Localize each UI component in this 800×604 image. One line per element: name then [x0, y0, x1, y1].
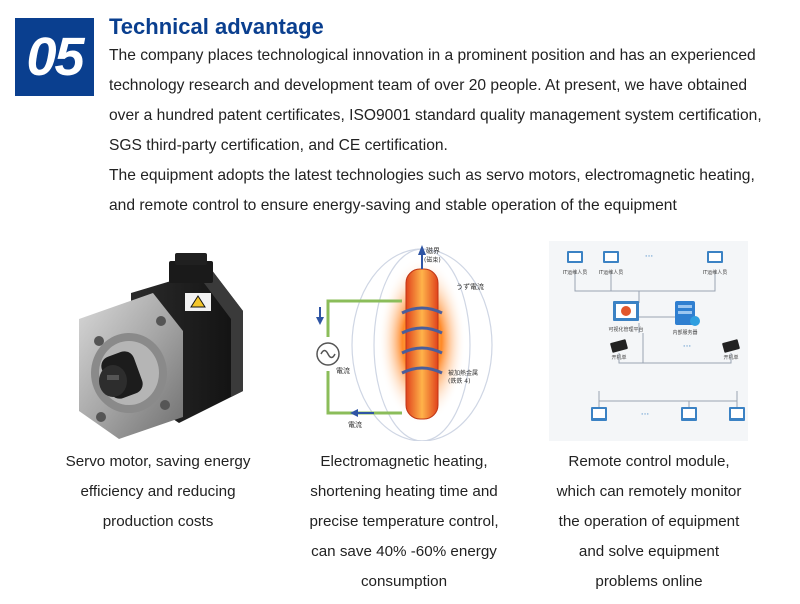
label-current-bottom: 電流	[348, 420, 362, 429]
ellipsis-top: ···	[645, 252, 654, 262]
caption-remote-control: Remote control module, which can remotel…	[530, 447, 768, 597]
paragraph-line: technology research and development team…	[109, 77, 748, 94]
induction-heating-diagram-icon: 磁界 (磁束) うず電流 電流 電流 被加熱金属 (鉄鉄 4)	[306, 241, 502, 441]
caption-line: shortening heating time and	[310, 483, 498, 500]
caption-line: problems online	[595, 573, 703, 590]
section-number-badge: 05	[15, 18, 94, 96]
paragraph-line: The company places technological innovat…	[109, 47, 756, 64]
label-device-2: 开机单	[723, 354, 738, 361]
label-terminal-3: IT运维人员	[703, 269, 728, 276]
network-diagram-icon: ··· IT运维人员 IT运维人员 IT运维人员 可视化管理平台 内部服务器 ·…	[549, 241, 748, 441]
label-server: 内部服务器	[672, 329, 697, 336]
paragraph-line: over a hundred patent certificates, ISO9…	[109, 107, 762, 124]
caption-line: which can remotely monitor	[556, 483, 742, 500]
paragraph-line: SGS third-party certification, and CE ce…	[109, 137, 448, 154]
section-paragraph: The company places technological innovat…	[109, 41, 789, 221]
caption-line: Servo motor, saving energy	[65, 453, 251, 470]
label-terminal-1: IT运维人员	[563, 269, 588, 276]
paragraph-line: and remote control to ensure energy-savi…	[109, 197, 677, 214]
label-terminal-2: IT运维人员	[599, 269, 624, 276]
label-heated-metal-sub: (鉄鉄 4)	[448, 377, 470, 385]
section-number: 05	[26, 27, 84, 87]
caption-line: can save 40% -60% energy	[311, 543, 497, 560]
remote-control-image: ··· IT运维人员 IT运维人员 IT运维人员 可视化管理平台 内部服务器 ·…	[549, 241, 748, 441]
ellipsis-bottom: ···	[641, 410, 650, 420]
section-title: Technical advantage	[109, 14, 324, 39]
caption-line: production costs	[102, 513, 214, 530]
paragraph-line: The equipment adopts the latest technolo…	[109, 167, 755, 184]
caption-line: efficiency and reducing	[80, 483, 236, 500]
servo-motor-image	[61, 241, 257, 441]
label-field: 磁界	[426, 246, 440, 255]
caption-line: consumption	[360, 573, 448, 590]
caption-line: Electromagnetic heating,	[320, 453, 488, 470]
caption-electromagnetic-heating: Electromagnetic heating, shortening heat…	[290, 447, 518, 597]
ellipsis-middle: ···	[683, 342, 692, 352]
caption-servo-motor: Servo motor, saving energy efficiency an…	[40, 447, 276, 537]
electromagnetic-heating-image: 磁界 (磁束) うず電流 電流 電流 被加熱金属 (鉄鉄 4)	[306, 241, 502, 441]
label-current-left: 電流	[336, 366, 350, 375]
label-device-1: 开机单	[611, 354, 626, 361]
servo-motor-icon	[61, 241, 257, 441]
label-heated-metal: 被加熱金属	[448, 369, 478, 377]
caption-line: Remote control module,	[568, 453, 730, 470]
label-field-sub: (磁束)	[424, 256, 441, 264]
caption-line: the operation of equipment	[558, 513, 740, 530]
label-platform: 可视化管理平台	[608, 326, 643, 333]
label-eddy-current: うず電流	[456, 282, 484, 291]
caption-line: precise temperature control,	[309, 513, 499, 530]
caption-line: and solve equipment	[578, 543, 720, 560]
